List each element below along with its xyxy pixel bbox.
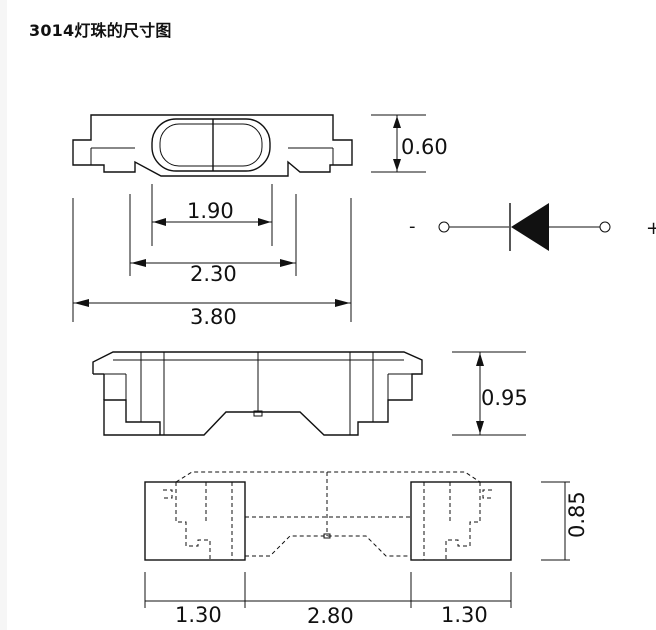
right-pad <box>410 481 512 561</box>
pad-right-label: 1.30 <box>441 603 488 627</box>
depth-label-bottom: 0.85 <box>565 491 589 538</box>
height-dimension-top: 0.60 <box>371 114 448 173</box>
lens-width-dimension: 1.90 <box>151 184 273 246</box>
top-view <box>72 114 353 177</box>
diode-symbol: - + <box>409 203 656 251</box>
diode-triangle <box>511 203 549 251</box>
page-title: 3014灯珠的尺寸图 <box>29 21 172 40</box>
left-margin-strip <box>0 0 7 630</box>
height-dimension-side: 0.95 <box>452 351 528 436</box>
left-pad <box>144 481 246 561</box>
body-width-dimension: 2.30 <box>129 194 297 286</box>
body-width-label: 2.30 <box>190 262 237 286</box>
side-view <box>92 351 423 436</box>
total-length-dimension: 3.80 <box>72 198 352 329</box>
gap-label: 2.80 <box>307 604 354 628</box>
bottom-view <box>144 471 512 561</box>
pad-left-label: 1.30 <box>175 603 222 627</box>
plus-label: + <box>646 218 656 239</box>
total-length-label: 3.80 <box>190 305 237 329</box>
height-label-top: 0.60 <box>401 135 448 159</box>
lens-width-label: 1.90 <box>187 199 234 223</box>
depth-dimension-bottom: 0.85 <box>541 481 589 561</box>
pad-dimensions: 1.30 2.80 1.30 <box>144 572 512 628</box>
minus-label: - <box>409 216 416 237</box>
height-label-side: 0.95 <box>481 386 528 410</box>
